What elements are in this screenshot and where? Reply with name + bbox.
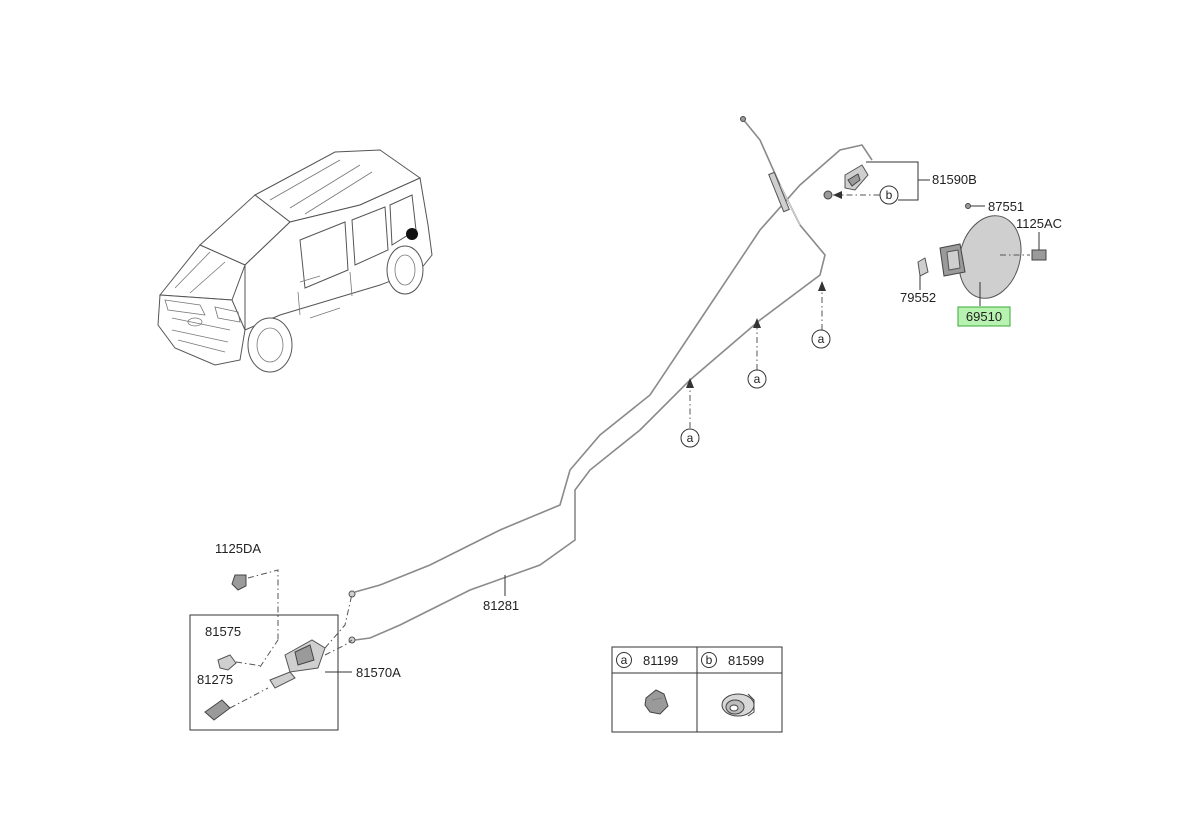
callout-a-2: a <box>747 369 767 389</box>
part-label-69510[interactable]: 69510 <box>966 309 1002 324</box>
part-label-1125DA[interactable]: 1125DA <box>215 541 261 556</box>
cable-end-upper <box>348 590 356 598</box>
legend-cell-b: b 81599 <box>701 652 764 717</box>
svg-text:a: a <box>818 332 825 346</box>
svg-text:a: a <box>687 431 694 445</box>
bolt-1125DA <box>231 574 247 591</box>
part-label-69510-highlighted[interactable]: 69510 <box>957 306 1011 327</box>
handle-assembly-81570A <box>189 569 353 731</box>
svg-text:a: a <box>754 372 761 386</box>
part-label-81570A[interactable]: 81570A <box>356 665 401 680</box>
spring-79552 <box>917 257 929 277</box>
part-label-81575[interactable]: 81575 <box>205 624 241 639</box>
part-label-81590B[interactable]: 81590B <box>932 172 977 187</box>
bumper-87551 <box>965 203 971 209</box>
fuel-door-spot <box>406 228 418 240</box>
legend-cell-a: a 81199 <box>616 652 678 715</box>
svg-text:b: b <box>886 188 893 202</box>
callout-a-3: a <box>811 329 831 349</box>
cable-sleeve <box>768 171 790 213</box>
part-label-79552[interactable]: 79552 <box>900 290 936 305</box>
part-label-87551[interactable]: 87551 <box>988 199 1024 214</box>
callout-a-arrows <box>686 281 826 428</box>
highlight-box <box>957 306 1011 327</box>
screw-1125AC <box>1031 249 1047 261</box>
callout-b: b <box>879 185 899 205</box>
svg-text:a: a <box>621 653 628 667</box>
part-label-1125AC[interactable]: 1125AC <box>1016 216 1062 231</box>
legend-table: a 81199 b 81599 <box>611 646 783 733</box>
cable-end <box>740 116 746 122</box>
fuel-filler-door-69510 <box>917 203 1047 306</box>
car-illustration <box>157 149 433 373</box>
clip-81199-icon <box>644 689 669 715</box>
legend-part-81199[interactable]: 81199 <box>643 653 678 668</box>
lever-81575 <box>217 654 237 671</box>
part-label-81281[interactable]: 81281 <box>483 598 519 613</box>
bracket-81590B <box>823 161 930 201</box>
svg-text:b: b <box>706 653 713 667</box>
release-cable-81281 <box>348 116 873 644</box>
grommet-81599-icon <box>721 693 755 717</box>
callout-a-1: a <box>680 428 700 448</box>
legend-part-81599[interactable]: 81599 <box>728 653 764 668</box>
cover-81275 <box>204 699 231 721</box>
part-label-81275[interactable]: 81275 <box>197 672 233 687</box>
bolt-b-location <box>823 190 833 200</box>
